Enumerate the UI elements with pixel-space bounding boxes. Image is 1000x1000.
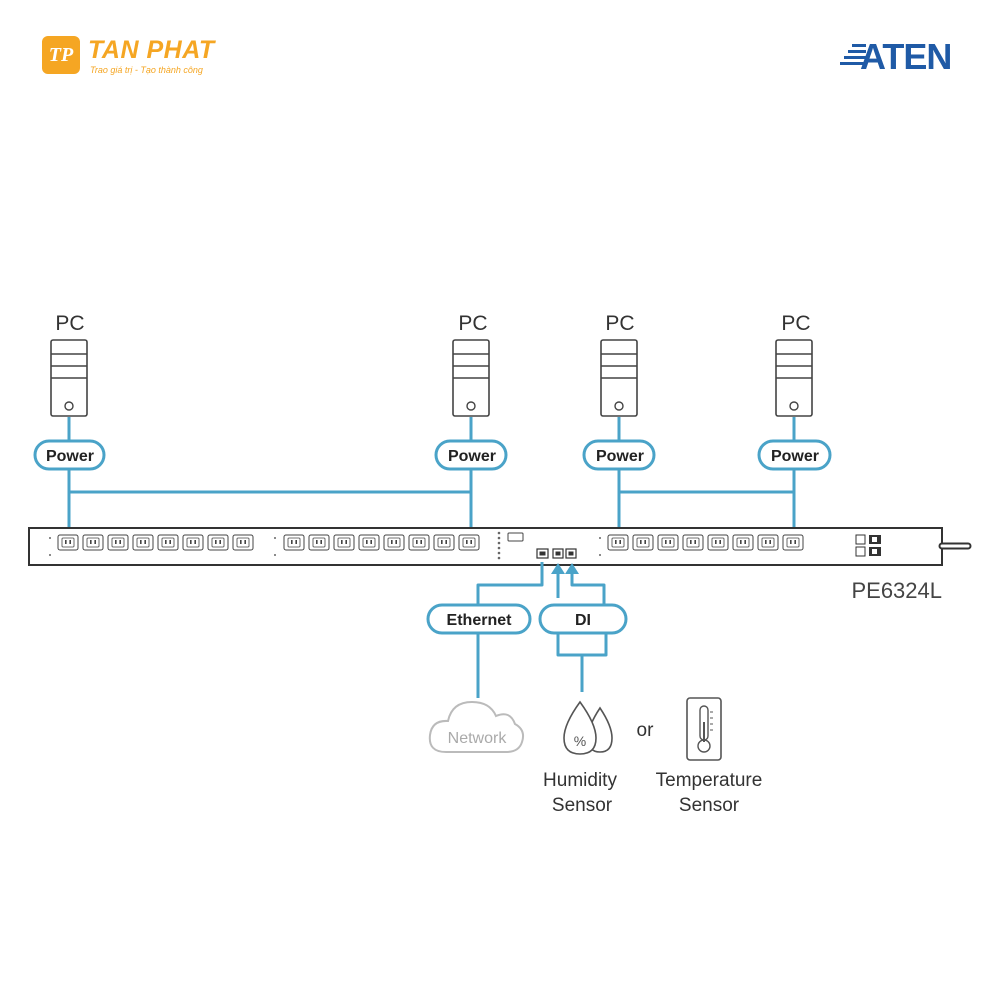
aten-logo: ATEN xyxy=(838,36,958,77)
pc-label: PC xyxy=(781,312,810,335)
di-arrows xyxy=(551,563,579,574)
network-label: Network xyxy=(448,730,508,747)
ethernet-pill: Ethernet xyxy=(426,603,532,635)
pc-4: PC xyxy=(775,312,813,417)
tanphat-badge-icon: TP xyxy=(42,36,80,74)
svg-text:%: % xyxy=(574,733,586,749)
pdu-unit xyxy=(28,527,972,566)
or-label: or xyxy=(637,720,655,741)
temperature-label-line2: Sensor xyxy=(679,795,740,816)
network-cloud: Network xyxy=(428,700,525,753)
aten-name: ATEN xyxy=(860,36,952,77)
pdu-model-label: PE6324L xyxy=(851,578,942,603)
power-pill-label: Power xyxy=(46,448,94,465)
di-pill: DI xyxy=(538,603,628,635)
pc-2: PC xyxy=(452,312,490,417)
pc-label: PC xyxy=(605,312,634,335)
pc-tower-icon xyxy=(452,339,490,417)
power-pill-4: Power xyxy=(757,439,832,471)
pc-tower-icon xyxy=(775,339,813,417)
power-pill-1: Power xyxy=(33,439,106,471)
circuit-breakers xyxy=(855,534,881,557)
di-label: DI xyxy=(575,612,591,629)
aten-stripes-icon xyxy=(840,44,866,65)
humidity-label-line2: Sensor xyxy=(552,795,613,816)
cloud-icon xyxy=(428,700,525,753)
tanphat-name: TAN PHAT xyxy=(88,36,215,64)
power-pill-label: Power xyxy=(596,448,644,465)
power-pill-label: Power xyxy=(448,448,496,465)
pc-3: PC xyxy=(600,312,638,417)
power-lines xyxy=(67,417,796,532)
rj45-ports xyxy=(536,548,577,559)
power-pill-label: Power xyxy=(771,448,819,465)
humidity-sensor: % Humidity Sensor xyxy=(543,700,617,816)
pc-tower-icon xyxy=(600,339,638,417)
power-pill-3: Power xyxy=(582,439,656,471)
power-pill-2: Power xyxy=(434,439,508,471)
display-window xyxy=(507,532,524,542)
tanphat-logo: TP TAN PHAT Trao giá trị - Tạo thành côn… xyxy=(42,36,242,80)
tanphat-tagline: Trao giá trị - Tạo thành công xyxy=(90,65,203,75)
temperature-sensor: Temperature Sensor xyxy=(656,697,763,816)
pc-label: PC xyxy=(55,312,84,335)
pc-label: PC xyxy=(458,312,487,335)
indicator-leds xyxy=(497,531,501,560)
humidity-drops-icon: % xyxy=(563,700,613,755)
pc-1: PC xyxy=(50,312,88,417)
temperature-label-line1: Temperature xyxy=(656,770,763,791)
ethernet-label: Ethernet xyxy=(447,612,513,629)
pc-tower-icon xyxy=(50,339,88,417)
port-lines xyxy=(476,562,608,698)
humidity-label-line1: Humidity xyxy=(543,770,617,791)
thermometer-icon xyxy=(686,697,722,761)
